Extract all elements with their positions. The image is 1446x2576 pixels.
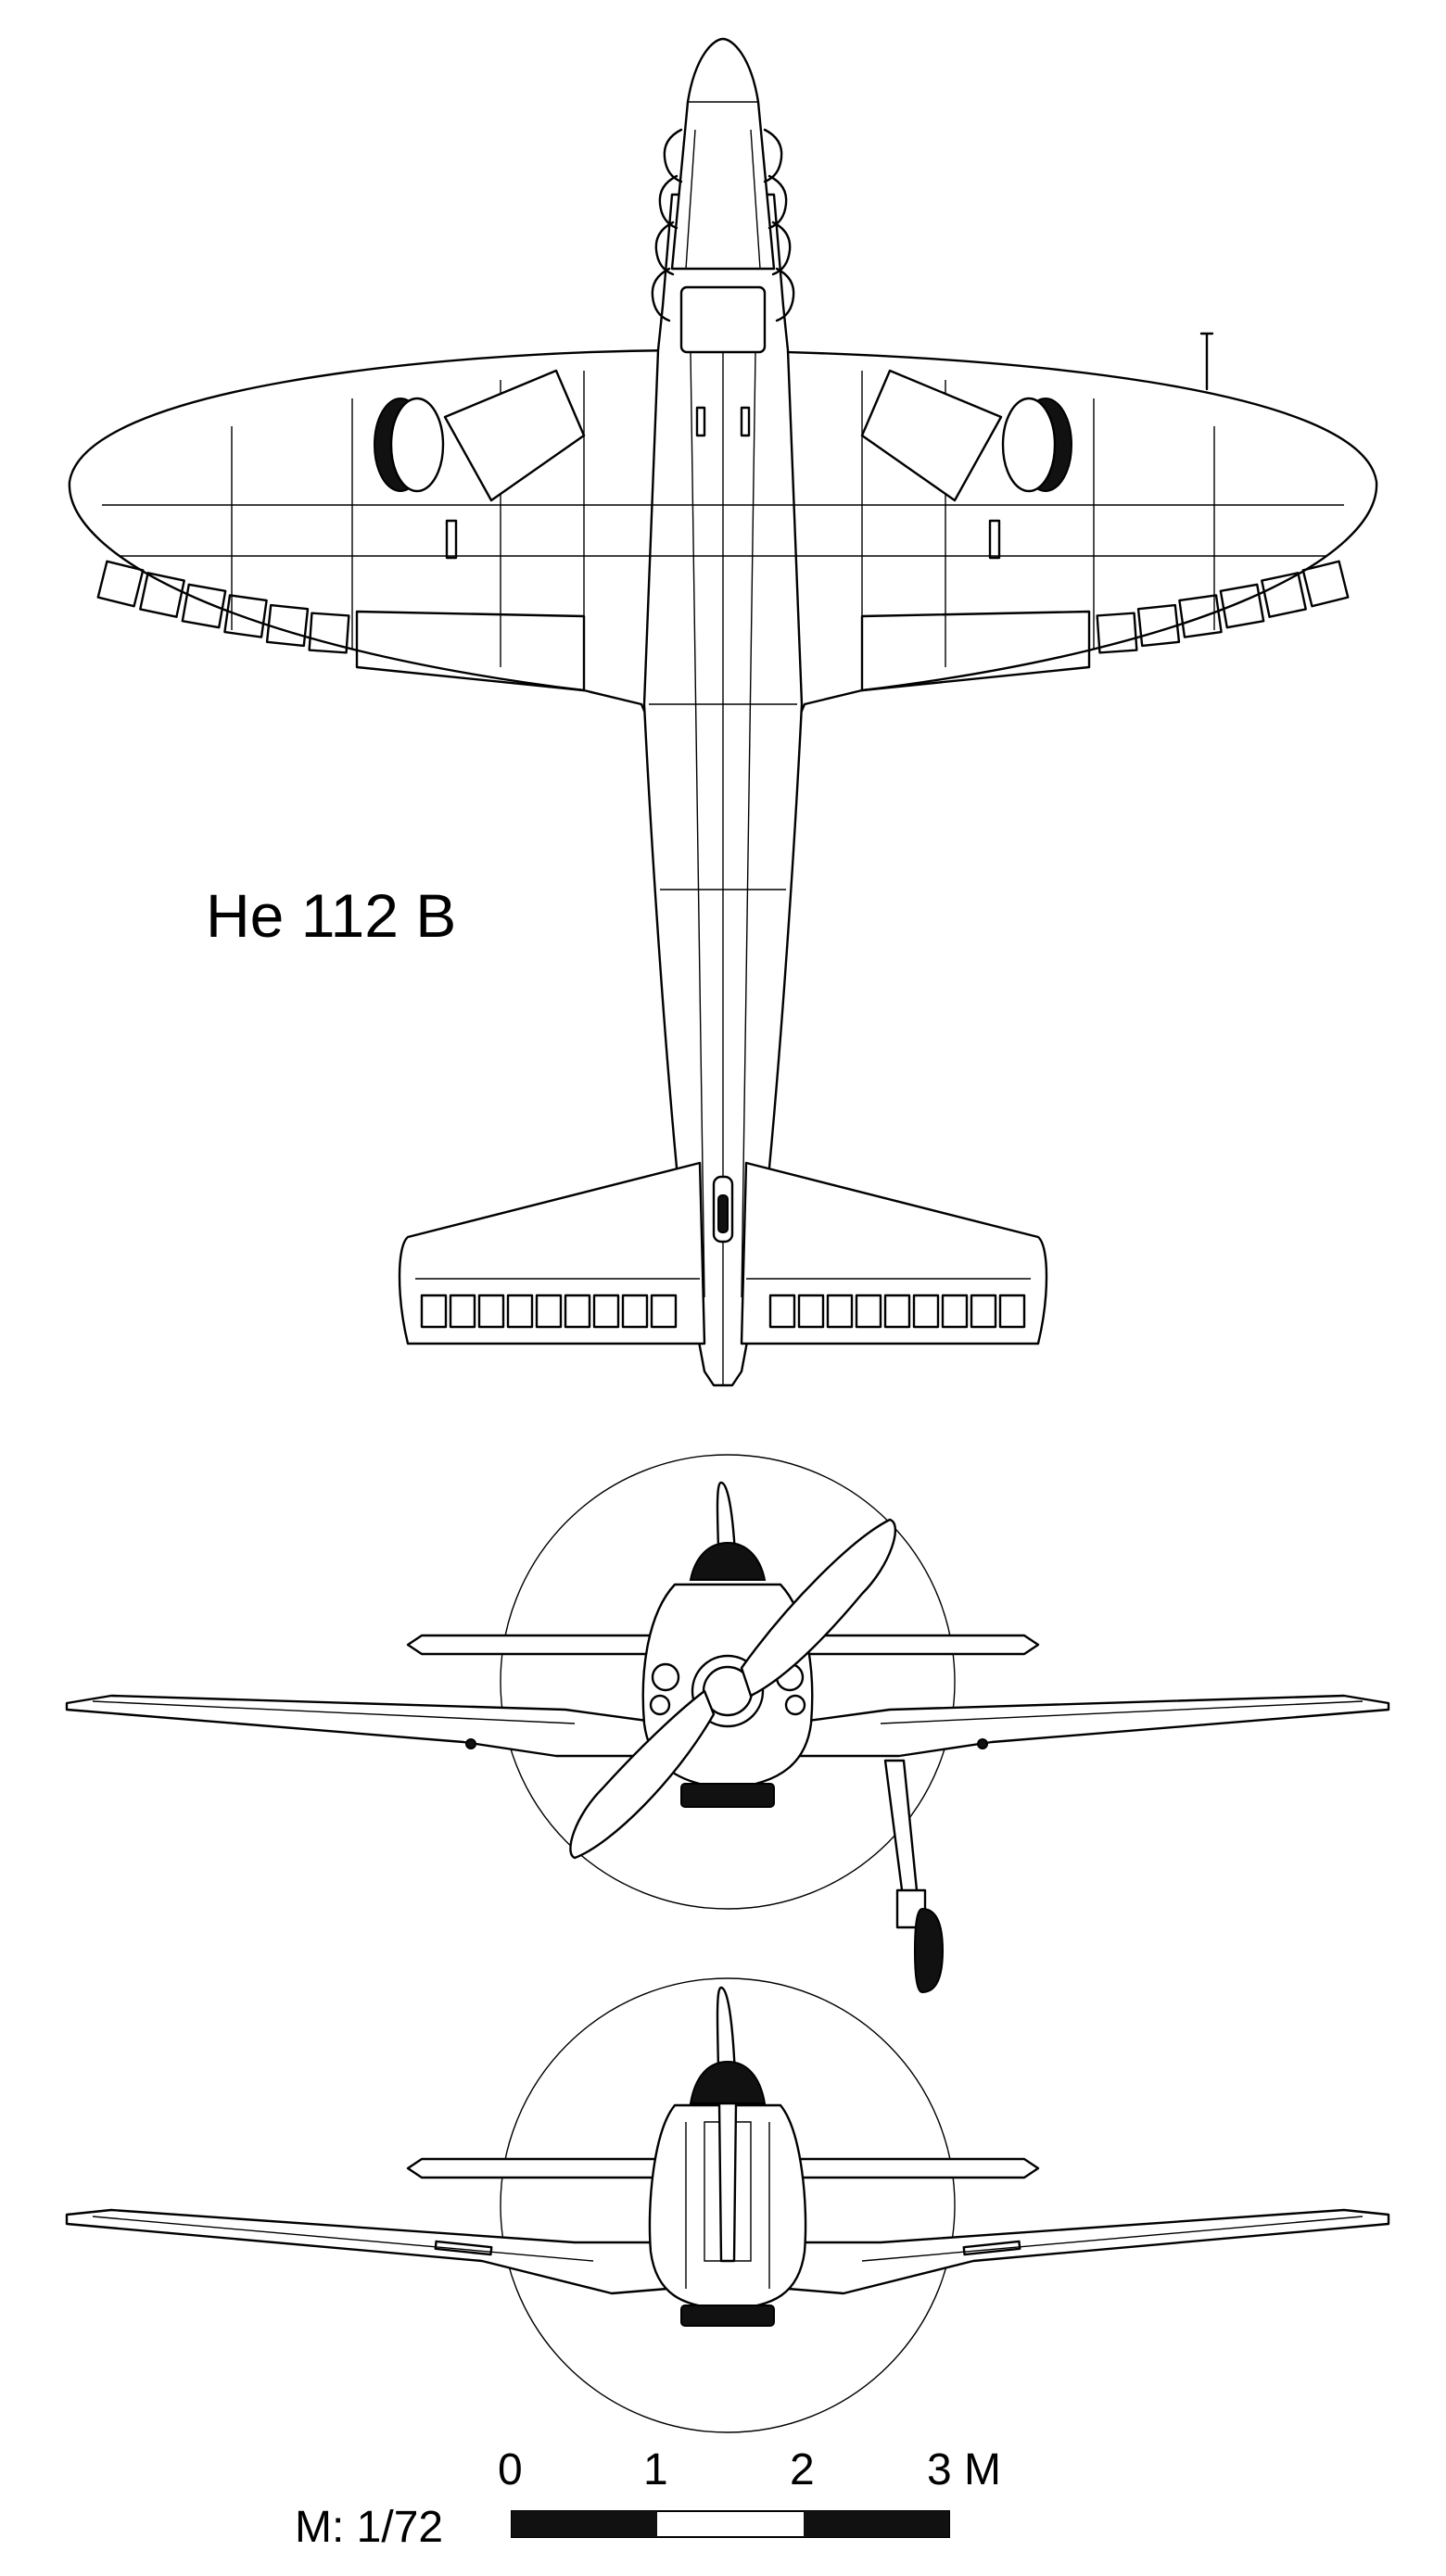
- plan-left-aileron-cells: [96, 560, 350, 654]
- plan-view: [68, 37, 1378, 1387]
- front-view: [65, 1454, 1390, 1994]
- scale-bar: [511, 2510, 950, 2538]
- front-propeller-disc: [500, 1454, 956, 1910]
- scale-tick-3m: 3 M: [927, 2445, 1002, 2494]
- plan-elevator-cells: [420, 1294, 1026, 1329]
- front-propeller-blade-lower: [569, 1689, 716, 1860]
- rear-propeller-disc: [500, 1977, 956, 2433]
- front-landing-gear: [883, 1759, 920, 1906]
- scale-tick-0: 0: [498, 2445, 523, 2494]
- plan-right-aileron-cells: [1096, 560, 1350, 654]
- plan-wheel-right: [860, 369, 1072, 502]
- scale-tick-2: 2: [790, 2445, 815, 2494]
- aircraft-designation: He 112 B: [206, 881, 457, 950]
- plan-nose-cowling: [670, 37, 776, 271]
- front-propeller-blade-upper: [740, 1518, 897, 1698]
- plan-exhaust-stacks: [651, 128, 795, 322]
- plan-wheel-left: [374, 369, 586, 502]
- scale-ratio-label: M: 1/72: [295, 2503, 444, 2552]
- scale-tick-1: 1: [643, 2445, 668, 2494]
- rear-view: [65, 1977, 1390, 2433]
